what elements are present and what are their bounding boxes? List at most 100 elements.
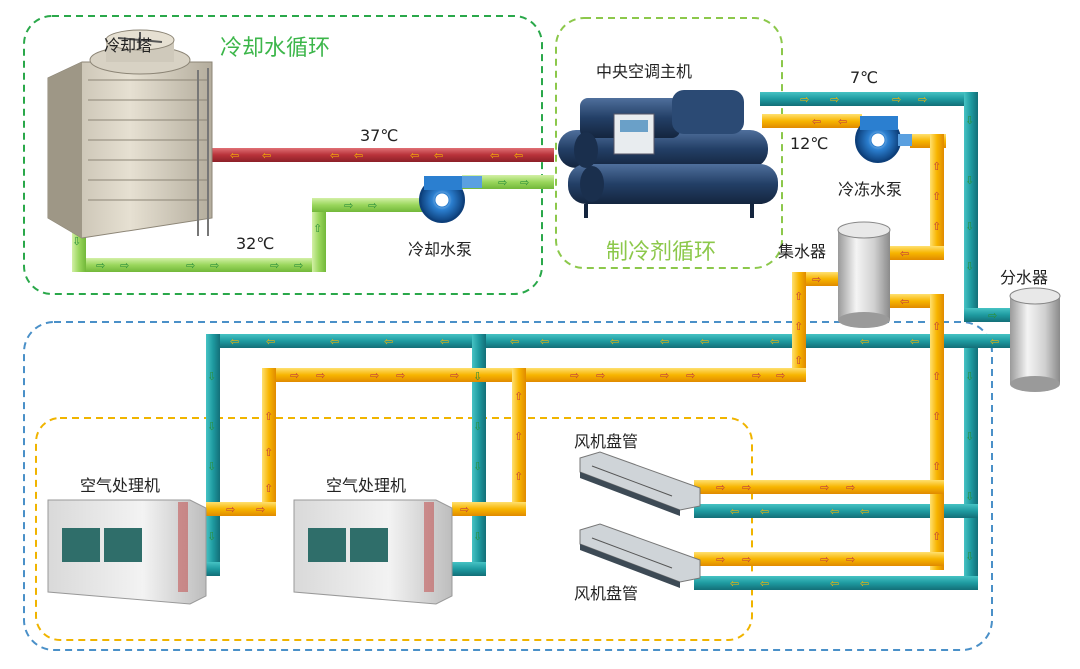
ahu-2-label: 空气处理机 — [326, 476, 407, 495]
svg-text:⇨: ⇨ — [846, 553, 855, 566]
fan-coil-unit-2 — [579, 523, 701, 588]
chiller-label: 中央空调主机 — [596, 62, 693, 81]
svg-text:⇨: ⇨ — [316, 369, 325, 382]
svg-text:⇦: ⇦ — [838, 115, 847, 128]
svg-text:⇨: ⇨ — [742, 553, 751, 566]
chilled-return-pipes — [206, 114, 946, 570]
chilled-supply-pipes — [196, 92, 1016, 590]
svg-text:⇧: ⇧ — [514, 390, 523, 403]
temp-32-label: 32℃ — [236, 234, 275, 253]
collector-tank — [837, 221, 891, 328]
svg-text:⇩: ⇩ — [965, 174, 974, 187]
svg-text:⇦: ⇦ — [730, 577, 739, 590]
svg-text:⇨: ⇨ — [290, 369, 299, 382]
svg-text:⇨: ⇨ — [752, 369, 761, 382]
svg-text:⇦: ⇦ — [770, 335, 779, 348]
svg-text:⇦: ⇦ — [660, 335, 669, 348]
svg-text:⇧: ⇧ — [313, 222, 322, 235]
svg-text:⇨: ⇨ — [800, 93, 809, 106]
svg-text:⇧: ⇧ — [932, 410, 941, 423]
svg-text:⇦: ⇦ — [990, 335, 999, 348]
svg-text:⇩: ⇩ — [965, 430, 974, 443]
ahu-1-label: 空气处理机 — [80, 476, 161, 495]
svg-text:⇨: ⇨ — [742, 481, 751, 494]
svg-text:⇩: ⇩ — [473, 460, 482, 473]
svg-text:⇩: ⇩ — [965, 220, 974, 233]
svg-text:⇨: ⇨ — [210, 259, 219, 272]
svg-text:⇦: ⇦ — [230, 149, 239, 162]
fcu-1-label: 风机盘管 — [574, 432, 639, 451]
svg-text:⇦: ⇦ — [830, 577, 839, 590]
svg-text:⇧: ⇧ — [514, 470, 523, 483]
svg-text:⇨: ⇨ — [570, 369, 579, 382]
svg-text:⇨: ⇨ — [460, 503, 469, 516]
cooling-cycle-title: 冷却水循环 — [220, 36, 331, 61]
svg-text:⇧: ⇧ — [932, 190, 941, 203]
svg-text:⇦: ⇦ — [514, 149, 523, 162]
collector-label: 集水器 — [778, 242, 827, 261]
svg-text:⇧: ⇧ — [932, 220, 941, 233]
svg-text:⇨: ⇨ — [186, 259, 195, 272]
svg-text:⇨: ⇨ — [716, 553, 725, 566]
svg-text:⇦: ⇦ — [410, 149, 419, 162]
svg-text:⇦: ⇦ — [900, 295, 909, 308]
cooling-tower — [47, 29, 213, 239]
chilled-water-pump — [855, 116, 912, 163]
svg-text:⇦: ⇦ — [860, 505, 869, 518]
svg-text:⇨: ⇨ — [596, 369, 605, 382]
svg-text:⇦: ⇦ — [230, 335, 239, 348]
svg-text:⇦: ⇦ — [760, 505, 769, 518]
svg-text:⇨: ⇨ — [988, 309, 997, 322]
temp-12-label: 12℃ — [790, 134, 829, 153]
air-handling-unit-2 — [293, 499, 453, 605]
svg-text:⇩: ⇩ — [473, 530, 482, 543]
svg-text:⇦: ⇦ — [440, 335, 449, 348]
chiller-unit — [558, 90, 778, 218]
chilled-pump-label: 冷冻水泵 — [838, 180, 903, 199]
cool-supply-pipe-bottom — [72, 258, 324, 272]
svg-text:⇦: ⇦ — [812, 115, 821, 128]
svg-text:⇧: ⇧ — [264, 482, 273, 495]
svg-text:⇩: ⇩ — [965, 550, 974, 563]
svg-text:⇨: ⇨ — [96, 259, 105, 272]
svg-text:⇨: ⇨ — [498, 176, 507, 189]
svg-text:⇦: ⇦ — [354, 149, 363, 162]
svg-text:⇨: ⇨ — [520, 176, 529, 189]
svg-text:⇨: ⇨ — [812, 273, 821, 286]
svg-text:⇦: ⇦ — [730, 505, 739, 518]
svg-text:⇨: ⇨ — [686, 369, 695, 382]
svg-text:⇦: ⇦ — [262, 149, 271, 162]
temp-7-label: 7℃ — [850, 68, 879, 87]
svg-text:⇦: ⇦ — [860, 577, 869, 590]
svg-text:⇦: ⇦ — [700, 335, 709, 348]
svg-text:⇦: ⇦ — [490, 149, 499, 162]
terminal-loop-border — [35, 417, 753, 641]
svg-text:⇩: ⇩ — [473, 370, 482, 383]
svg-text:⇨: ⇨ — [294, 259, 303, 272]
svg-text:⇧: ⇧ — [932, 160, 941, 173]
svg-text:⇦: ⇦ — [830, 505, 839, 518]
svg-text:⇨: ⇨ — [450, 369, 459, 382]
svg-text:⇦: ⇦ — [540, 335, 549, 348]
svg-text:⇩: ⇩ — [473, 420, 482, 433]
svg-text:⇩: ⇩ — [965, 490, 974, 503]
cool-supply-pipe-riser — [312, 198, 326, 272]
svg-text:⇨: ⇨ — [918, 93, 927, 106]
cool-supply-pipe-topin — [312, 198, 424, 212]
distributor-tank — [1009, 287, 1061, 392]
flow-arrows: ⇦ ⇦ ⇦ ⇦ ⇦ ⇦ ⇦ ⇦ ⇨ ⇨ ⇨ ⇨ ⇨ ⇨ ⇨ ⇨ ⇨ ⇨ ⇩ ⇧ ⇨ ⇨ ⇨ ⇨ ⇦ ⇦ ⇦… — [72, 93, 999, 590]
svg-text:⇧: ⇧ — [932, 320, 941, 333]
fan-coil-unit-1 — [579, 451, 701, 516]
svg-text:⇦: ⇦ — [330, 335, 339, 348]
svg-text:⇧: ⇧ — [932, 370, 941, 383]
cooling-water-pump — [419, 176, 482, 223]
svg-text:⇩: ⇩ — [207, 370, 216, 383]
svg-text:⇩: ⇩ — [72, 235, 81, 248]
svg-text:⇧: ⇧ — [264, 410, 273, 423]
svg-text:⇨: ⇨ — [660, 369, 669, 382]
svg-text:⇧: ⇧ — [794, 354, 803, 367]
svg-text:⇦: ⇦ — [760, 577, 769, 590]
svg-text:⇦: ⇦ — [434, 149, 443, 162]
svg-text:⇦: ⇦ — [266, 335, 275, 348]
distributor-label: 分水器 — [1000, 268, 1049, 287]
